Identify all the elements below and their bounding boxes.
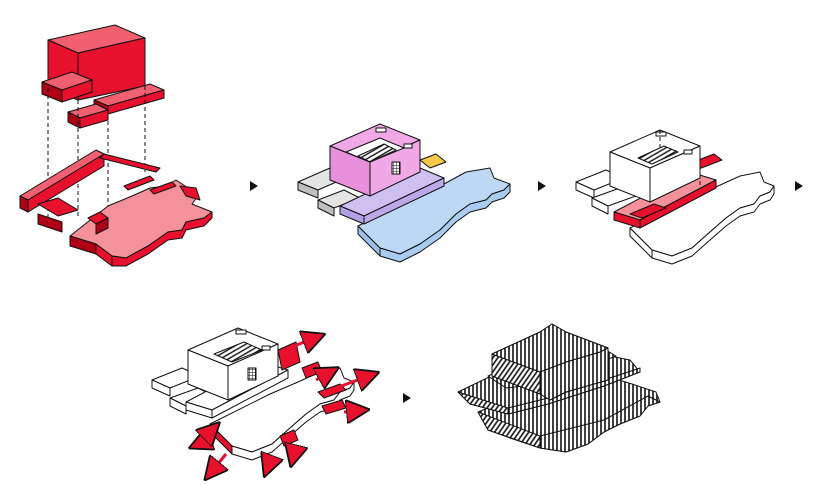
play-arrow-icon [538,181,546,191]
lower-frame [19,149,161,233]
arrow-down-1 [292,446,296,462]
blue-base-volume [357,167,511,263]
arrow-right-3 [343,410,364,412]
violet-slab [339,167,445,225]
pink-box-volume [329,123,421,197]
arrow-down-left [208,453,226,476]
step-2-program-volumes [297,123,511,263]
arrow-left-2 [210,426,216,432]
play-arrow-icon [795,181,803,191]
side-volume [41,71,93,103]
arrow-down-2 [266,456,272,472]
step-5-hatched-mass [457,323,661,453]
step-4-expanding [151,327,374,476]
step-3-cut-through [575,129,775,265]
base-outline [629,171,775,265]
box-outline [609,129,701,203]
red-cut-slab [613,153,723,229]
expanded-box [187,327,323,401]
base-slab [69,179,213,267]
arrow-up-right [293,336,320,346]
stair-accents [87,181,201,235]
projection-lines [47,86,146,222]
arrow-right-2 [335,374,374,388]
yellow-volume [419,153,447,169]
expansion-arrows [194,336,374,476]
play-arrow-icon [250,181,258,191]
play-arrow-icon [403,393,411,403]
step-1-exploded-volumes [19,24,213,267]
arrow-right-1 [316,370,334,380]
arrow-left [194,438,212,446]
